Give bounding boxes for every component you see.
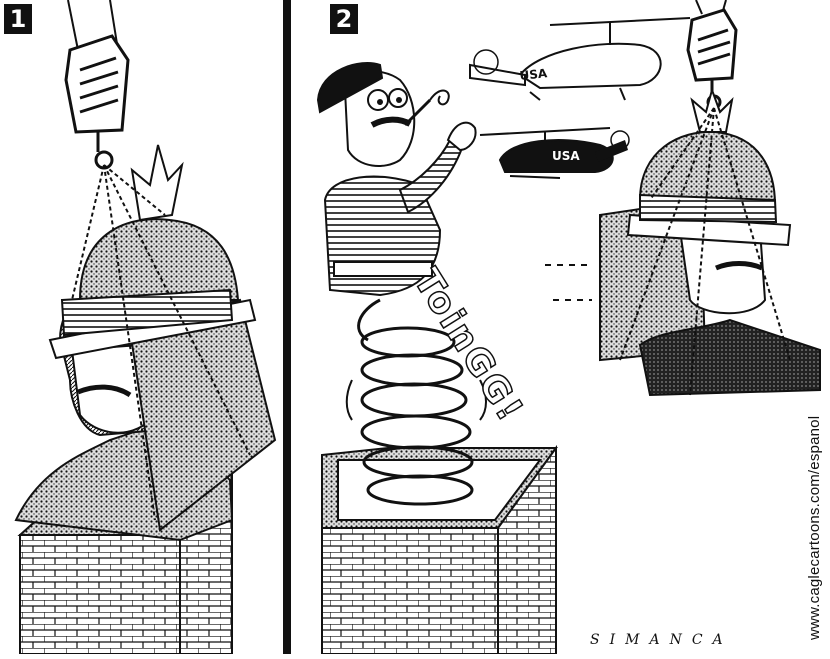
helicopter-top-label: USA: [519, 66, 549, 83]
helicopter-black-label: USA: [552, 149, 580, 163]
helicopter-black-icon: [479, 127, 630, 179]
brick-pedestal-2: [321, 444, 558, 655]
helicopter-top-icon: [469, 17, 691, 101]
panel-divider: [283, 0, 291, 654]
pulley-block-icon: [64, 34, 130, 170]
panel-1: [14, 0, 277, 655]
dictator-figure: [316, 62, 477, 297]
chains-1: [71, 164, 251, 521]
panel-1-number: 1: [4, 4, 32, 34]
chains-2: [619, 107, 791, 396]
statue-bust-1: [14, 144, 277, 542]
spring-coil: [357, 298, 474, 506]
pulley-block-2-icon: [686, 8, 738, 110]
statue-bust-2: [599, 86, 821, 397]
panel-2: USA USA: [316, 0, 821, 655]
artist-signature: SIMANCA: [590, 632, 733, 648]
motion-lines: [545, 264, 592, 301]
spring-motion-lines: [345, 379, 487, 421]
panel-2-number: 2: [330, 4, 358, 34]
credit-url: www.caglecartoons.com/espanol: [806, 415, 823, 640]
